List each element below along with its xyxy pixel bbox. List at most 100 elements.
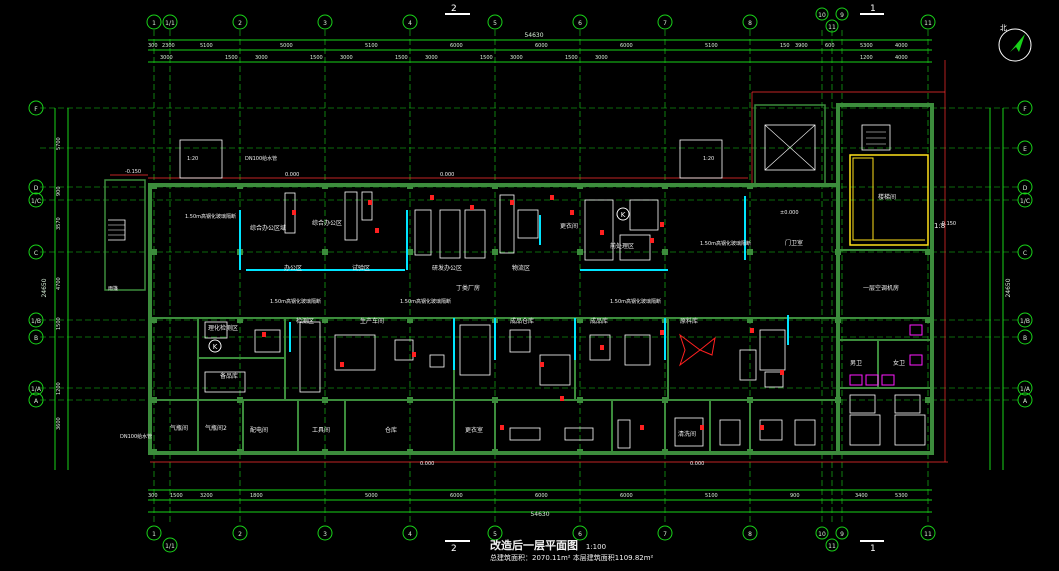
axis-bubble-top: 11 [924, 20, 932, 27]
elevation-label: ±0.000 [780, 210, 799, 216]
elevation-label: 0.000 [440, 172, 454, 178]
axis-bubble-bottom: 1/1 [165, 543, 175, 550]
axis-bubble-top: 4 [408, 20, 412, 27]
dim-text: 5300 [860, 43, 873, 49]
grid-lines-vertical [153, 30, 929, 525]
axis-bubble-right: 1/C [1020, 198, 1030, 205]
axis-bubble-right: C [1023, 250, 1027, 257]
axis-bubble-bottom: 1 [152, 531, 156, 538]
elevation-label: 0.000 [690, 461, 704, 467]
dim-text: 3000 [160, 55, 173, 61]
dim-text: 1500 [170, 493, 183, 499]
room-labels: 综合办公区域 综合办公区 办公区 试验区 研发办公区 物流区 更衣间 前处理区 … [170, 193, 905, 438]
pipe-note: DN100给水管 [120, 433, 152, 440]
elevation-label: -0.150 [125, 169, 141, 175]
partition-note: 1.50m高钢化玻璃隔断 [700, 240, 751, 247]
area-note: 总建筑面积：2070.11m² 本层建筑面积1109.82m² [490, 554, 654, 562]
partition-note: 1.50m高钢化玻璃隔断 [185, 213, 236, 220]
left-dimension-text: 5700 900 3570 4700 1500 1200 3600 [56, 137, 62, 430]
room-label: 成品仓库 [510, 317, 534, 325]
dim-text: 600 [825, 43, 835, 49]
axis-bubble-top: 11 [828, 24, 836, 31]
room-label: 女卫 [893, 359, 905, 367]
dim-text: 1800 [250, 493, 263, 499]
dim-text: 1500 [310, 55, 323, 61]
axis-bubble-bottom: 10 [818, 531, 826, 538]
axis-bubble-bottom: 5 [493, 531, 497, 538]
partition-note: 1.50m高钢化玻璃隔断 [400, 298, 451, 305]
dim-text: 1500 [480, 55, 493, 61]
room-label: 气瓶间 [170, 424, 188, 432]
axis-bubble-top: 8 [748, 20, 752, 27]
dim-text: 1500 [395, 55, 408, 61]
stairwell-right [754, 104, 826, 186]
axis-bubble-left: C [34, 250, 38, 257]
partition-note: 1.50m高钢化玻璃隔断 [270, 298, 321, 305]
dim-text: 2300 [162, 43, 175, 49]
dim-text: 300 [148, 493, 158, 499]
section-marks: 2 1 2 1 [445, 4, 884, 554]
room-label: 门卫室 [785, 239, 803, 247]
section-k-markers: K K [208, 207, 630, 353]
bottom-dimension-band: 54630 [148, 489, 932, 518]
section-mark-2-top: 2 [451, 4, 457, 14]
interior-walls [150, 249, 932, 453]
axis-bubble-left: B [34, 335, 38, 342]
axis-bubble-left: 1/B [31, 318, 41, 325]
dim-text: 900 [790, 493, 800, 499]
axis-bubble-right: B [1023, 335, 1027, 342]
dim-text: 3400 [855, 493, 868, 499]
overall-dim-bottom: 54630 [530, 511, 549, 518]
north-arrow-icon: 北 [998, 24, 1032, 62]
dim-text: 4000 [895, 43, 908, 49]
room-label: 清洗间 [678, 430, 696, 438]
room-label: 前处理区 [610, 242, 634, 250]
north-label: 北 [1000, 24, 1007, 32]
dim-text: 6000 [450, 493, 463, 499]
room-label: 研发办公区 [432, 264, 462, 272]
room-label: 男卫 [850, 360, 862, 367]
axis-bubble-bottom: 3 [323, 531, 327, 538]
axis-bubble-left: D [34, 185, 39, 192]
dim-text: 4000 [895, 55, 908, 61]
axis-bubble-bottom: 2 [238, 531, 242, 538]
room-label: 一层空调机房 [863, 284, 899, 292]
left-axis-bubbles: F D 1/C C 1/B B 1/A A [28, 100, 44, 408]
room-label: 气瓶间2 [205, 424, 227, 432]
partition-note: 1.50m高钢化玻璃隔断 [610, 298, 661, 305]
room-label: 物流区 [512, 264, 530, 272]
dim-text: 5000 [365, 493, 378, 499]
axis-bubble-right: 1/A [1020, 386, 1031, 393]
axis-bubble-top: 6 [578, 20, 582, 27]
right-axis-bubbles: F E D 1/C C 1/B B 1/A A [1017, 100, 1033, 408]
fan-equipment-icon [679, 333, 716, 367]
dim-text: 150 [780, 43, 790, 49]
axis-bubble-bottom: 4 [408, 531, 412, 538]
k-marker-label: K [621, 211, 626, 219]
dim-text: 6000 [535, 493, 548, 499]
room-label: 理化检测区 [208, 324, 238, 332]
dim-text: 1200 [56, 382, 62, 395]
room-label: 丁类厂房 [456, 284, 480, 292]
axis-bubble-top: 5 [493, 20, 497, 27]
grid-lines-horizontal [40, 107, 1020, 401]
dim-text: 3000 [255, 55, 268, 61]
sanitary-fixtures [849, 324, 923, 386]
axis-bubble-right: E [1023, 146, 1027, 153]
glass-partitions [239, 196, 789, 370]
dim-text: 5000 [280, 43, 293, 49]
dim-text: 3600 [56, 417, 62, 430]
axis-bubble-top: 2 [238, 20, 242, 27]
axis-bubble-right: 1/B [1020, 318, 1030, 325]
annotations: 1.50m高钢化玻璃隔断 1.50m高钢化玻璃隔断 1.50m高钢化玻璃隔断 1… [108, 155, 956, 467]
dim-text: 6000 [535, 43, 548, 49]
dim-text: 3000 [595, 55, 608, 61]
red-markers [262, 195, 784, 430]
room-label: 原料库 [680, 317, 698, 325]
top-dimension-band: 54630 [148, 32, 932, 63]
dim-text: 3570 [56, 217, 62, 230]
axis-bubble-right: A [1023, 398, 1028, 405]
dim-text: 1500 [225, 55, 238, 61]
top-dimension-text: 300 2300 5100 5000 5100 6000 6000 6000 5… [148, 43, 908, 61]
